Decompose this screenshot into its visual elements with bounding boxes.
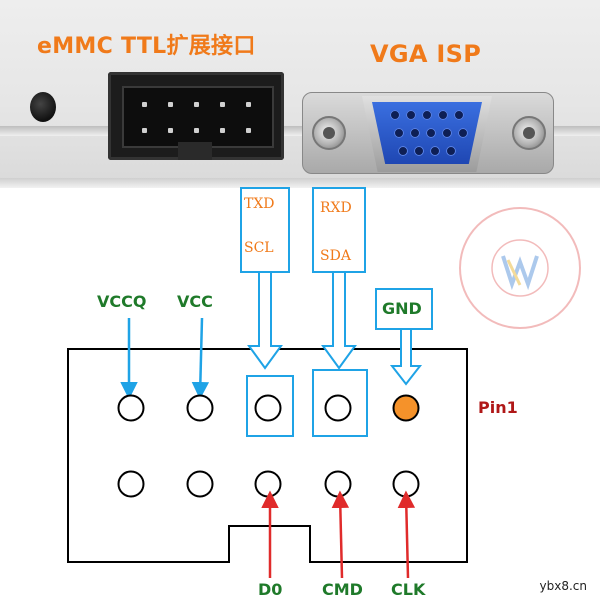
vga-isp-title: VGA ISP [370, 40, 482, 68]
cmd-arrow-icon [331, 490, 350, 579]
cmd-label: CMD [322, 580, 363, 599]
vcc-arrow-icon [191, 317, 210, 400]
scl-label: SCL [244, 240, 274, 256]
ttl-pin-icon [246, 128, 251, 133]
watermark-site-text: ybx8.cn [536, 579, 590, 593]
vga-pin-icon [458, 128, 468, 138]
vga-pin-icon [446, 146, 456, 156]
pin-top-3 [254, 394, 282, 422]
txd-pin-box [246, 375, 294, 437]
watermark-inner-ring [491, 239, 549, 297]
vga-pin-icon [438, 110, 448, 120]
vcc-label: VCC [177, 292, 213, 311]
watermark-stripe-icon [506, 259, 522, 286]
vga-pin-icon [430, 146, 440, 156]
txd-down-arrow-icon [247, 271, 283, 370]
ttl-pin-icon [220, 128, 225, 133]
vga-connector [372, 102, 482, 164]
txd-label: TXD [244, 196, 275, 212]
vga-pin-icon [426, 128, 436, 138]
rxd-pin-box [312, 369, 368, 437]
vga-pin-icon [454, 110, 464, 120]
gnd-label: GND [382, 299, 422, 318]
pin1-gnd [392, 394, 420, 422]
txd-scl-box [240, 187, 290, 273]
screw-icon [312, 116, 346, 150]
vga-pin-icon [406, 110, 416, 120]
ttl-connector-notch [178, 142, 212, 160]
device-photo: eMMC TTL扩展接口 VGA ISP [0, 0, 600, 188]
button-hole-icon [30, 92, 56, 122]
vga-pin-icon [410, 128, 420, 138]
clk-arrow-icon [397, 490, 416, 579]
ttl-pin-icon [168, 128, 173, 133]
vga-pin-icon [414, 146, 424, 156]
rxd-sda-box [312, 187, 366, 273]
watermark-logo [459, 207, 581, 329]
pin-bottom-d0 [254, 470, 282, 498]
pin-bottom-2 [186, 470, 214, 498]
ttl-pin-icon [168, 102, 173, 107]
ttl-header-connector [108, 72, 284, 160]
ttl-pin-icon [194, 128, 199, 133]
case-rail [0, 126, 600, 136]
vccq-label: VCCQ [97, 292, 147, 311]
ttl-pin-icon [246, 102, 251, 107]
ttl-pin-icon [142, 102, 147, 107]
vga-pin-icon [422, 110, 432, 120]
clk-label: CLK [391, 580, 426, 599]
gnd-box [375, 288, 433, 330]
pin-bottom-1 [117, 470, 145, 498]
emmc-ttl-title: eMMC TTL扩展接口 [37, 34, 256, 59]
ttl-connector-inner [122, 86, 274, 148]
gnd-down-arrow-icon [389, 328, 423, 386]
sda-label: SDA [320, 248, 351, 264]
vga-pin-icon [394, 128, 404, 138]
pin-bottom-cmd [324, 470, 352, 498]
ttl-pin-icon [142, 128, 147, 133]
vga-pin-icon [390, 110, 400, 120]
pin1-label: Pin1 [478, 398, 518, 417]
pin-bottom-clk [392, 470, 420, 498]
screw-icon [512, 116, 546, 150]
pin-top-1 [117, 394, 145, 422]
case-bottom-edge [0, 178, 600, 188]
ttl-pin-icon [194, 102, 199, 107]
vga-pin-icon [398, 146, 408, 156]
ttl-pin-icon [220, 102, 225, 107]
rxd-down-arrow-icon [321, 271, 357, 370]
pin-top-2 [186, 394, 214, 422]
d0-label: D0 [258, 580, 283, 599]
rxd-label: RXD [320, 200, 352, 216]
vga-pin-icon [442, 128, 452, 138]
connector-outline [67, 348, 468, 563]
watermark-w-icon [501, 255, 539, 291]
pin-top-4 [324, 394, 352, 422]
watermark-outer-ring [459, 207, 581, 329]
